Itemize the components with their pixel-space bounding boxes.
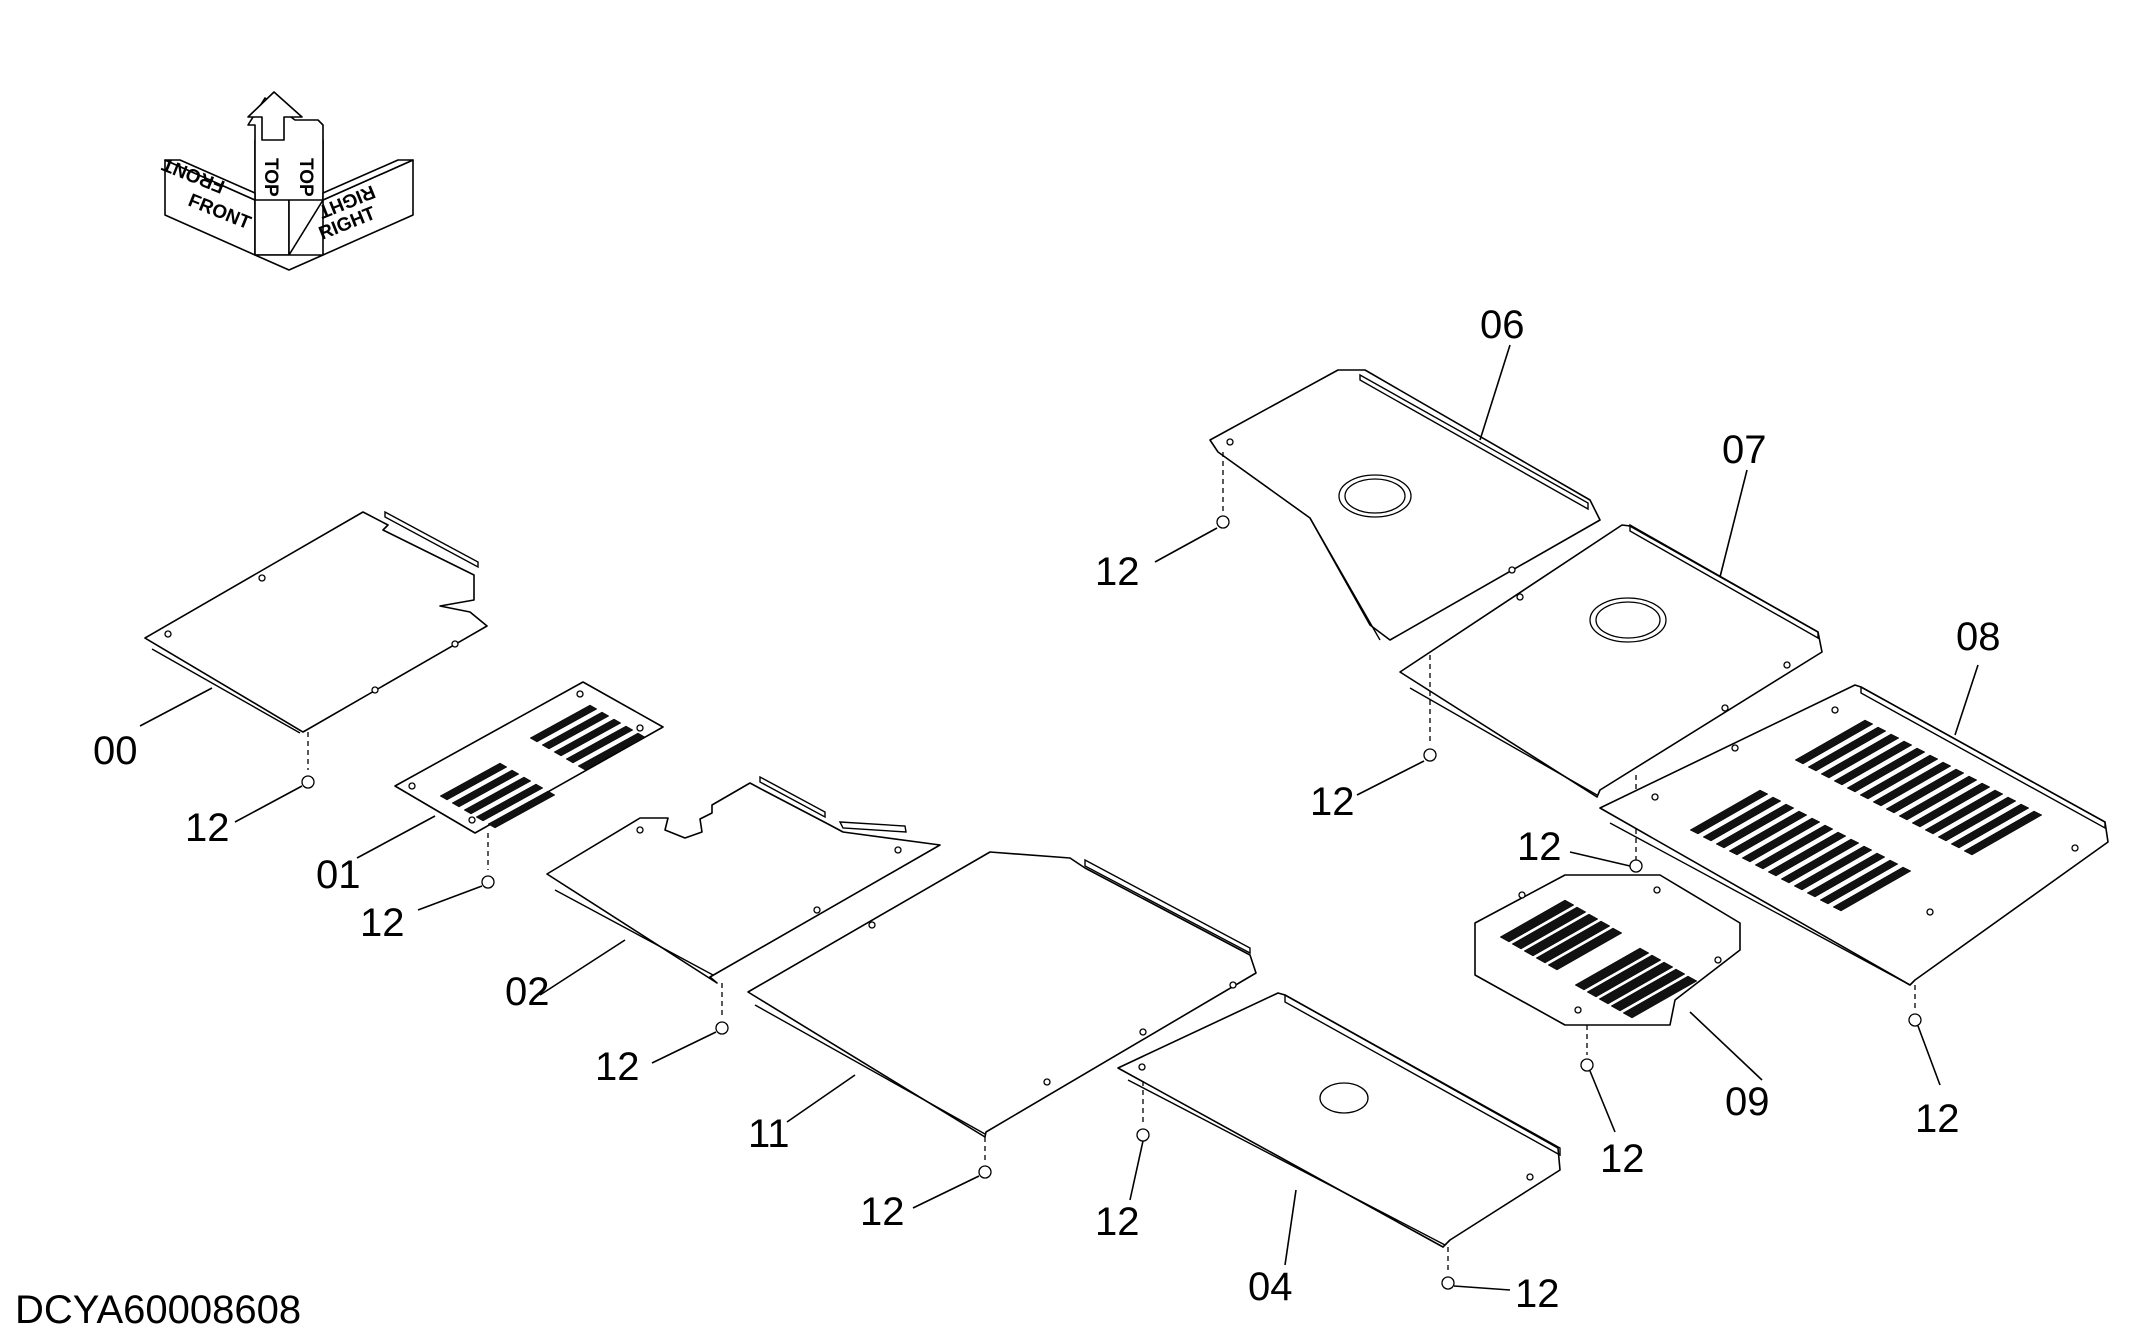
- callout-02: 02: [505, 970, 550, 1014]
- orientation-icon: FRONT FRONT TOP TOP RIGHT RIGHT: [159, 91, 414, 271]
- callout-11: 11: [748, 1112, 790, 1156]
- floor-plate-06: [1154, 344, 1601, 641]
- callout-01: 01: [316, 853, 361, 897]
- bolt-label-09: 12: [1600, 1137, 1645, 1181]
- floor-plate-04: [1117, 992, 1561, 1291]
- bolt-label-02: 12: [595, 1045, 640, 1089]
- floor-plate-00: [139, 510, 488, 823]
- bolt-label-11: 12: [860, 1190, 905, 1234]
- floor-plate-11: [747, 851, 1257, 1209]
- drawing-id: DCYA60008608: [15, 1288, 301, 1332]
- vent-slots-01a: [439, 762, 556, 829]
- vent-plate-09: [1474, 851, 1763, 1133]
- floor-plate-02: [539, 775, 941, 1064]
- floor-plate-07: [1356, 469, 1823, 860]
- vent-plate-08: [1599, 664, 2109, 1086]
- vent-slots-09a: [1499, 899, 1623, 971]
- vent-slots-09b: [1574, 947, 1698, 1019]
- bolt-label-04a: 12: [1095, 1200, 1140, 1244]
- bolt-label-08-upper: 12: [1517, 825, 1562, 869]
- callout-07: 07: [1722, 428, 1767, 472]
- bolt-label-00: 12: [185, 806, 230, 850]
- vent-slots-08a: [1689, 789, 1912, 912]
- callout-04: 04: [1248, 1265, 1293, 1309]
- callout-00: 00: [93, 729, 138, 773]
- vent-plate-01: [356, 681, 664, 911]
- callout-08: 08: [1956, 615, 2001, 659]
- bolt-label-01: 12: [360, 901, 405, 945]
- bolt-label-06: 12: [1095, 550, 1140, 594]
- vent-slots-01b: [529, 704, 646, 771]
- orientation-top-left: TOP: [260, 158, 281, 197]
- callout-09: 09: [1725, 1080, 1770, 1124]
- callout-06: 06: [1480, 303, 1525, 347]
- orientation-top-right: TOP: [295, 158, 316, 197]
- bolt-label-07: 12: [1310, 780, 1355, 824]
- vent-slots-08b: [1794, 719, 2043, 856]
- bolt-label-04b: 12: [1515, 1272, 1560, 1316]
- bolt-label-08: 12: [1915, 1097, 1960, 1141]
